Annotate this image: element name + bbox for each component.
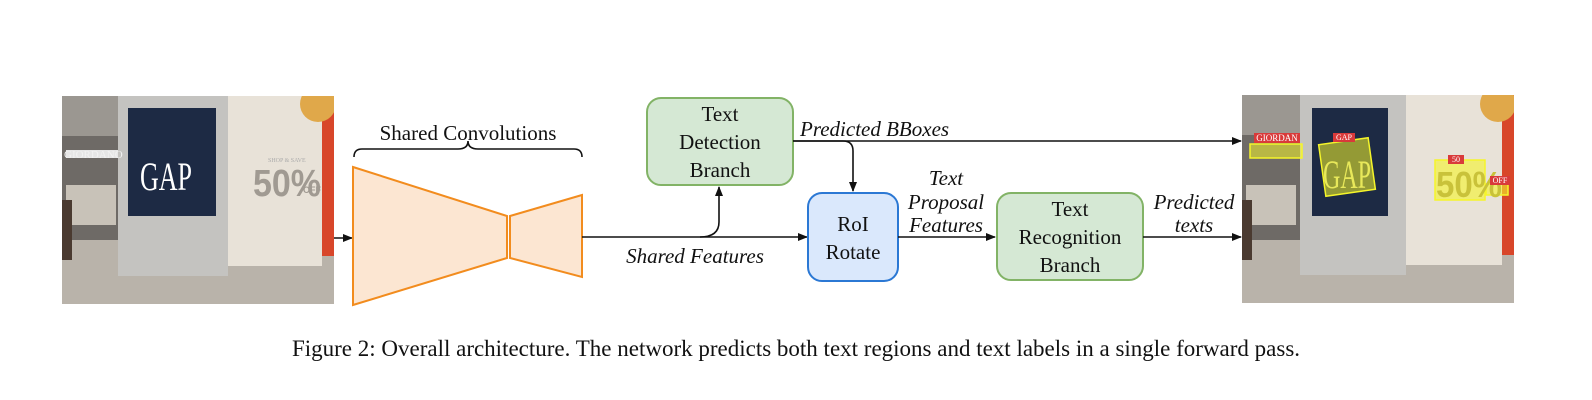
predicted-bboxes-label: Predicted BBoxes bbox=[799, 117, 949, 141]
tag-50-bg bbox=[1448, 155, 1464, 164]
tag-giordan-bg bbox=[1254, 133, 1300, 143]
tag-gap: GAP bbox=[1336, 133, 1353, 142]
text-detection-line2: Detection bbox=[679, 130, 761, 154]
text-detection-branch: Text Detection Branch bbox=[646, 97, 794, 186]
decoder-block bbox=[509, 193, 583, 279]
figure-caption: Figure 2: Overall architecture. The netw… bbox=[291, 336, 1301, 361]
tag-off-bg bbox=[1490, 176, 1510, 185]
input-gap-logo: GAP bbox=[140, 154, 192, 199]
tag-giordan: GIORDAN bbox=[1256, 133, 1298, 143]
architecture-diagram: GIORDANO GAP SHOP & SAVE 50% OFF Shared … bbox=[62, 95, 1514, 307]
bbox-giordano bbox=[1249, 143, 1303, 159]
arrow-shared-features-to-detection bbox=[699, 186, 723, 238]
shared-convolutions-label: Shared Convolutions bbox=[380, 121, 557, 145]
input-sign-giordano: GIORDANO bbox=[64, 149, 123, 161]
roi-rotate-box: RoI Rotate bbox=[807, 192, 899, 282]
text-detection-line3: Branch bbox=[690, 158, 751, 182]
input-sale-50: 50% bbox=[253, 163, 321, 205]
tag-gap-bg bbox=[1333, 133, 1355, 142]
text-proposal-line2: Proposal bbox=[907, 190, 984, 214]
text-proposal-line1: Text bbox=[929, 166, 964, 190]
output-gap-logo: GAP bbox=[1323, 152, 1371, 197]
tag-50: 50 bbox=[1452, 155, 1460, 164]
input-sale-small: SHOP & SAVE bbox=[268, 158, 306, 164]
shared-convolution-network bbox=[352, 165, 583, 307]
shared-convolutions-brace bbox=[353, 140, 583, 158]
text-proposal-line3: Features bbox=[908, 213, 983, 237]
text-recognition-line2: Recognition bbox=[1019, 225, 1122, 249]
input-sale-off: OFF bbox=[303, 185, 321, 195]
arrow-bboxes-to-roi bbox=[793, 140, 857, 192]
roi-rotate-line1: RoI bbox=[837, 212, 869, 236]
text-detection-line1: Text bbox=[701, 102, 738, 126]
text-recognition-line1: Text bbox=[1051, 197, 1088, 221]
encoder-block bbox=[352, 165, 508, 307]
predicted-texts-line2: texts bbox=[1175, 213, 1213, 237]
tag-off: OFF bbox=[1493, 176, 1508, 185]
text-recognition-branch: Text Recognition Branch bbox=[996, 192, 1144, 281]
shared-features-label: Shared Features bbox=[626, 244, 764, 268]
roi-rotate-line2: Rotate bbox=[826, 240, 881, 264]
input-photo: GIORDANO GAP SHOP & SAVE 50% OFF bbox=[62, 96, 334, 304]
text-recognition-line3: Branch bbox=[1040, 253, 1101, 277]
predicted-texts-line1: Predicted bbox=[1153, 190, 1235, 214]
output-photo: GAP 50% GIORDAN GAP 50 OFF bbox=[1242, 95, 1514, 303]
